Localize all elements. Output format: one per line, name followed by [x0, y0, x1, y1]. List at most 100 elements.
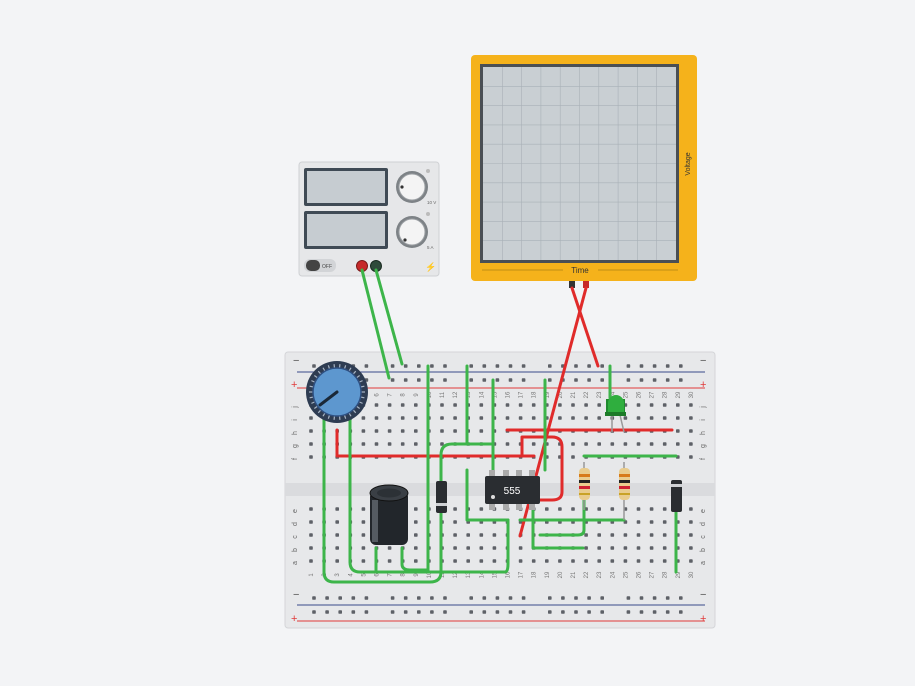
- breadboard-hole[interactable]: [662, 559, 667, 563]
- breadboard-hole[interactable]: [649, 442, 654, 446]
- breadboard-hole[interactable]: [689, 559, 693, 563]
- breadboard-hole[interactable]: [662, 416, 667, 420]
- rail-hole[interactable]: [443, 364, 447, 368]
- breadboard-hole[interactable]: [518, 416, 523, 420]
- breadboard-hole[interactable]: [387, 559, 392, 563]
- breadboard-hole[interactable]: [662, 442, 667, 446]
- breadboard-hole[interactable]: [518, 559, 523, 563]
- breadboard-hole[interactable]: [597, 533, 601, 537]
- breadboard-hole[interactable]: [558, 403, 562, 407]
- potentiometer[interactable]: [306, 361, 368, 423]
- breadboard-hole[interactable]: [689, 507, 693, 511]
- resistor-1[interactable]: [579, 462, 590, 510]
- breadboard-hole[interactable]: [479, 559, 484, 563]
- breadboard-hole[interactable]: [492, 533, 497, 537]
- breadboard-hole[interactable]: [453, 520, 457, 524]
- breadboard-hole[interactable]: [518, 546, 523, 550]
- breadboard-hole[interactable]: [414, 546, 418, 550]
- wire-scope-negative[interactable]: [570, 286, 600, 368]
- rail-hole[interactable]: [626, 364, 631, 368]
- breadboard-hole[interactable]: [414, 533, 418, 537]
- breadboard-hole[interactable]: [440, 429, 444, 433]
- breadboard-hole[interactable]: [649, 559, 654, 563]
- breadboard-hole[interactable]: [361, 533, 366, 537]
- breadboard-hole[interactable]: [649, 416, 654, 420]
- breadboard-hole[interactable]: [309, 533, 313, 537]
- breadboard-hole[interactable]: [387, 546, 392, 550]
- scope-probe-positive[interactable]: [583, 281, 589, 288]
- rail-hole[interactable]: [430, 610, 434, 614]
- breadboard-hole[interactable]: [623, 546, 628, 550]
- rail-hole[interactable]: [417, 364, 421, 368]
- breadboard-hole[interactable]: [689, 455, 693, 459]
- rail-hole[interactable]: [312, 610, 316, 614]
- breadboard-hole[interactable]: [584, 416, 588, 420]
- rail-hole[interactable]: [338, 610, 342, 614]
- wire-green-c18[interactable]: [531, 508, 585, 550]
- rail-hole[interactable]: [574, 378, 578, 382]
- breadboard-hole[interactable]: [689, 442, 693, 446]
- breadboard-hole[interactable]: [309, 546, 313, 550]
- breadboard-hole[interactable]: [414, 416, 418, 420]
- wires[interactable]: [322, 268, 678, 584]
- breadboard-hole[interactable]: [374, 442, 379, 446]
- rail-hole[interactable]: [665, 364, 670, 368]
- breadboard-hole[interactable]: [492, 559, 497, 563]
- breadboard-hole[interactable]: [610, 442, 615, 446]
- breadboard-hole[interactable]: [453, 533, 457, 537]
- breadboard-hole[interactable]: [649, 403, 654, 407]
- breadboard-hole[interactable]: [623, 533, 628, 537]
- wire-green-ic-left[interactable]: [439, 442, 495, 574]
- rail-hole[interactable]: [469, 378, 473, 382]
- breadboard-hole[interactable]: [505, 416, 510, 420]
- rail-hole[interactable]: [561, 596, 565, 600]
- rail-hole[interactable]: [508, 364, 513, 368]
- rail-hole[interactable]: [626, 596, 631, 600]
- breadboard-hole[interactable]: [689, 416, 693, 420]
- rail-hole[interactable]: [626, 378, 631, 382]
- rail-hole[interactable]: [587, 596, 591, 600]
- led-green[interactable]: [605, 395, 626, 433]
- breadboard-hole[interactable]: [689, 533, 693, 537]
- breadboard-hole[interactable]: [309, 559, 313, 563]
- breadboard-hole[interactable]: [479, 403, 484, 407]
- breadboard-hole[interactable]: [571, 442, 575, 446]
- rail-hole[interactable]: [351, 596, 356, 600]
- rail-hole[interactable]: [403, 596, 408, 600]
- rail-hole[interactable]: [548, 596, 552, 600]
- breadboard-hole[interactable]: [453, 507, 457, 511]
- rail-hole[interactable]: [443, 596, 447, 600]
- rail-hole[interactable]: [495, 610, 500, 614]
- breadboard-hole[interactable]: [361, 559, 366, 563]
- rail-hole[interactable]: [430, 364, 434, 368]
- rail-hole[interactable]: [403, 610, 408, 614]
- breadboard-hole[interactable]: [649, 520, 654, 524]
- rail-hole[interactable]: [469, 596, 473, 600]
- breadboard-hole[interactable]: [466, 533, 470, 537]
- breadboard-hole[interactable]: [584, 533, 588, 537]
- wire-green-cap2[interactable]: [400, 546, 430, 572]
- breadboard-hole[interactable]: [689, 403, 693, 407]
- breadboard-hole[interactable]: [597, 416, 601, 420]
- rail-hole[interactable]: [443, 378, 447, 382]
- breadboard-hole[interactable]: [309, 507, 313, 511]
- breadboard-hole[interactable]: [309, 429, 313, 433]
- electrolytic-capacitor[interactable]: [369, 484, 409, 545]
- rail-hole[interactable]: [626, 610, 631, 614]
- breadboard-hole[interactable]: [414, 559, 418, 563]
- breadboard-hole[interactable]: [676, 403, 680, 407]
- breadboard-hole[interactable]: [662, 507, 667, 511]
- rail-hole[interactable]: [574, 364, 578, 368]
- breadboard-hole[interactable]: [335, 507, 339, 511]
- breadboard-hole[interactable]: [361, 507, 366, 511]
- rail-hole[interactable]: [351, 610, 356, 614]
- breadboard-hole[interactable]: [623, 442, 628, 446]
- breadboard-hole[interactable]: [387, 442, 392, 446]
- breadboard-hole[interactable]: [361, 442, 366, 446]
- breadboard-hole[interactable]: [636, 403, 641, 407]
- rail-hole[interactable]: [521, 596, 526, 600]
- rail-hole[interactable]: [600, 596, 604, 600]
- diode-2[interactable]: [671, 480, 682, 512]
- breadboard-hole[interactable]: [662, 520, 667, 524]
